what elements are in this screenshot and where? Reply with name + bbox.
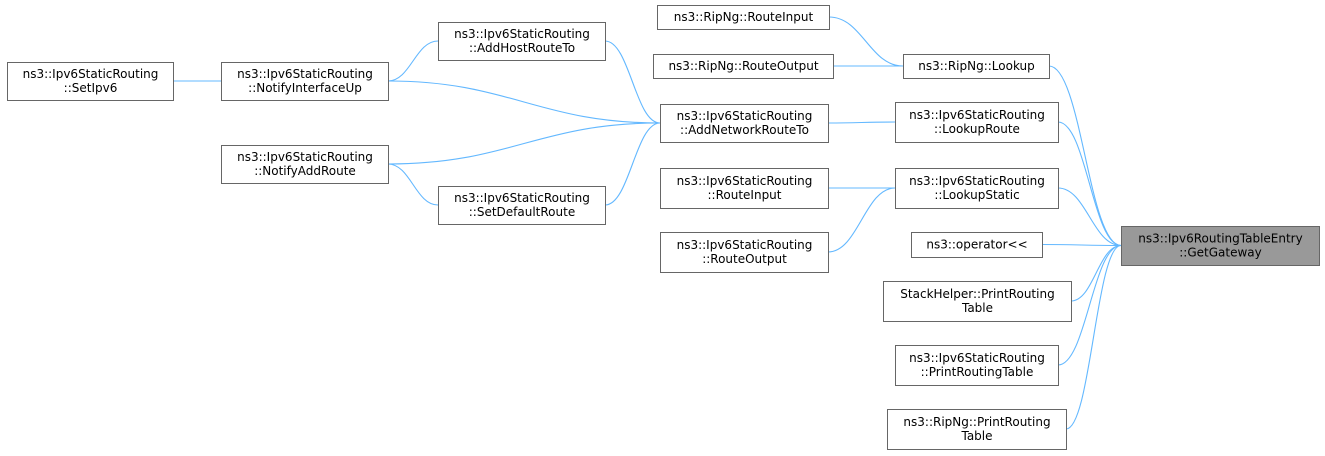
node-addnetworkrouteto-label-1: ::AddNetworkRouteTo — [680, 123, 809, 137]
edge-lookuproute-to-getgateway — [1057, 121, 1121, 246]
node-ripng_lookup-box — [903, 54, 1050, 79]
node-setipv6-label-0: ns3::Ipv6StaticRouting — [23, 67, 159, 81]
node-ripng_routeoutput[interactable]: ns3::RipNg::RouteOutput — [653, 54, 834, 79]
node-static_routeinput-label-0: ns3::Ipv6StaticRouting — [677, 174, 813, 188]
node-static_routeoutput-box — [660, 232, 829, 273]
node-getgateway-label-1: ::GetGateway — [1179, 246, 1261, 260]
edge-ripng_print-to-getgateway — [1065, 246, 1121, 430]
node-setdefaultroute-box — [438, 186, 606, 225]
node-static_routeinput-label-1: ::RouteInput — [708, 188, 782, 202]
edge-notifyaddroute-to-addnetworkrouteto — [387, 123, 660, 165]
node-addhostrouteto-label-1: ::AddHostRouteTo — [469, 41, 575, 55]
node-notifyinterfaceup[interactable]: ns3::Ipv6StaticRouting::NotifyInterfaceU… — [221, 62, 389, 101]
node-static_routeoutput[interactable]: ns3::Ipv6StaticRouting::RouteOutput — [660, 232, 829, 273]
edge-ripng_routeinput-to-ripng_lookup — [828, 16, 903, 66]
node-lookuproute-label-0: ns3::Ipv6StaticRouting — [909, 108, 1045, 122]
node-addhostrouteto[interactable]: ns3::Ipv6StaticRouting::AddHostRouteTo — [438, 22, 606, 61]
node-notifyinterfaceup-label-1: ::NotifyInterfaceUp — [248, 81, 362, 95]
node-lookuproute-box — [895, 102, 1059, 143]
node-getgateway-label-0: ns3::Ipv6RoutingTableEntry — [1138, 232, 1302, 246]
node-ripng_routeinput-label-0: ns3::RipNg::RouteInput — [674, 10, 814, 24]
node-static_printroutingtable-box — [895, 345, 1059, 386]
node-static_routeinput-box — [660, 168, 829, 209]
node-notifyinterfaceup-label-0: ns3::Ipv6StaticRouting — [237, 67, 373, 81]
node-ripng_print-box — [887, 409, 1067, 450]
node-operator_shift-box — [911, 232, 1043, 258]
node-static_printroutingtable-label-0: ns3::Ipv6StaticRouting — [909, 351, 1045, 365]
node-stackhelper_print-label-1: Table — [961, 301, 993, 315]
nodes-layer: ns3::Ipv6StaticRouting::SetIpv6ns3::Ipv6… — [7, 5, 1320, 450]
node-static_routeoutput-label-0: ns3::Ipv6StaticRouting — [677, 238, 813, 252]
node-getgateway[interactable]: ns3::Ipv6RoutingTableEntry::GetGateway — [1121, 226, 1320, 266]
node-lookupstatic-label-1: ::LookupStatic — [934, 188, 1019, 202]
node-ripng_print[interactable]: ns3::RipNg::PrintRoutingTable — [887, 409, 1067, 450]
node-setipv6-label-1: ::SetIpv6 — [64, 81, 118, 95]
node-setipv6[interactable]: ns3::Ipv6StaticRouting::SetIpv6 — [7, 62, 174, 101]
node-setdefaultroute-label-0: ns3::Ipv6StaticRouting — [454, 191, 590, 205]
node-getgateway-box — [1121, 226, 1320, 266]
node-notifyaddroute-label-0: ns3::Ipv6StaticRouting — [237, 150, 373, 164]
node-stackhelper_print-box — [883, 281, 1072, 322]
edges-layer — [173, 16, 1121, 430]
node-addnetworkrouteto[interactable]: ns3::Ipv6StaticRouting::AddNetworkRouteT… — [660, 104, 829, 143]
node-static_routeinput[interactable]: ns3::Ipv6StaticRouting::RouteInput — [660, 168, 829, 209]
node-ripng_print-label-1: Table — [960, 429, 992, 443]
node-static_printroutingtable-label-1: ::PrintRoutingTable — [921, 365, 1034, 379]
node-setdefaultroute[interactable]: ns3::Ipv6StaticRouting::SetDefaultRoute — [438, 186, 606, 225]
node-ripng_routeinput-box — [657, 5, 830, 30]
node-ripng_routeoutput-label-0: ns3::RipNg::RouteOutput — [668, 59, 818, 73]
node-ripng_routeoutput-box — [653, 54, 834, 79]
node-static_routeoutput-label-1: ::RouteOutput — [702, 252, 787, 266]
edge-notifyaddroute-to-setdefaultroute — [387, 163, 438, 205]
node-operator_shift-label-0: ns3::operator<< — [926, 238, 1027, 252]
edge-notifyinterfaceup-to-addhostrouteto — [387, 41, 438, 82]
edge-stackhelper_print-to-getgateway — [1070, 246, 1121, 302]
edge-ripng_lookup-to-getgateway — [1048, 65, 1121, 246]
edge-setdefaultroute-to-addnetworkrouteto — [604, 123, 660, 206]
node-stackhelper_print-label-0: StackHelper::PrintRouting — [900, 287, 1054, 301]
edge-static_routeoutput-to-lookupstatic — [827, 188, 895, 253]
edge-static_printroutingtable-to-getgateway — [1057, 246, 1121, 366]
node-lookupstatic[interactable]: ns3::Ipv6StaticRouting::LookupStatic — [895, 168, 1059, 209]
node-notifyaddroute[interactable]: ns3::Ipv6StaticRouting::NotifyAddRoute — [221, 145, 389, 184]
node-ripng_print-label-0: ns3::RipNg::PrintRouting — [903, 415, 1050, 429]
node-notifyaddroute-label-1: ::NotifyAddRoute — [254, 164, 356, 178]
node-addhostrouteto-label-0: ns3::Ipv6StaticRouting — [454, 27, 590, 41]
node-lookupstatic-box — [895, 168, 1059, 209]
edge-addnetworkrouteto-to-lookuproute — [827, 122, 895, 123]
node-ripng_routeinput[interactable]: ns3::RipNg::RouteInput — [657, 5, 830, 30]
node-ripng_lookup[interactable]: ns3::RipNg::Lookup — [903, 54, 1050, 79]
node-ripng_lookup-label-0: ns3::RipNg::Lookup — [918, 59, 1035, 73]
node-addnetworkrouteto-label-0: ns3::Ipv6StaticRouting — [677, 109, 813, 123]
node-lookuproute-label-1: ::LookupRoute — [934, 122, 1020, 136]
node-setdefaultroute-label-1: ::SetDefaultRoute — [469, 205, 575, 219]
node-addnetworkrouteto-box — [660, 104, 829, 143]
edge-operator_shift-to-getgateway — [1041, 245, 1121, 246]
node-notifyinterfaceup-box — [221, 62, 389, 101]
node-notifyaddroute-box — [221, 145, 389, 184]
edge-notifyinterfaceup-to-addnetworkrouteto — [387, 80, 660, 123]
node-lookupstatic-label-0: ns3::Ipv6StaticRouting — [909, 174, 1045, 188]
node-operator_shift[interactable]: ns3::operator<< — [911, 232, 1043, 258]
node-lookuproute[interactable]: ns3::Ipv6StaticRouting::LookupRoute — [895, 102, 1059, 143]
node-stackhelper_print[interactable]: StackHelper::PrintRoutingTable — [883, 281, 1072, 322]
node-static_printroutingtable[interactable]: ns3::Ipv6StaticRouting::PrintRoutingTabl… — [895, 345, 1059, 386]
node-setipv6-box — [7, 62, 174, 101]
edge-lookupstatic-to-getgateway — [1057, 187, 1121, 246]
node-addhostrouteto-box — [438, 22, 606, 61]
edge-addhostrouteto-to-addnetworkrouteto — [604, 40, 660, 123]
